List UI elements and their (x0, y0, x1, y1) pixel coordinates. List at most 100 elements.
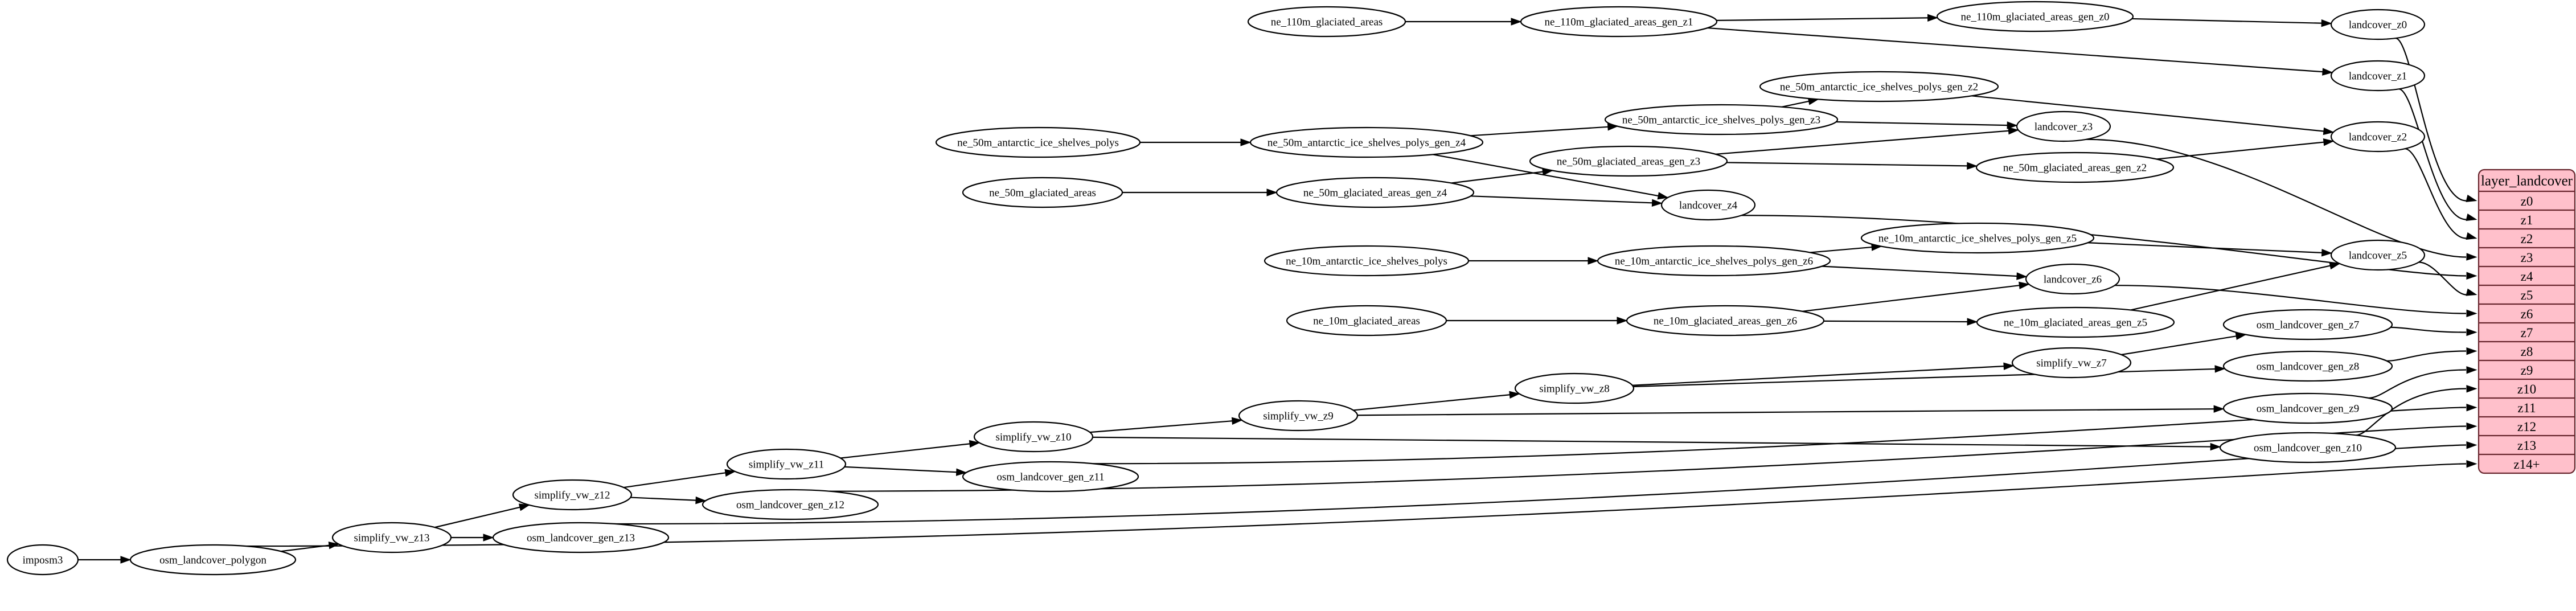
node-landcover_z4[interactable]: landcover_z4 (1660, 189, 1756, 221)
edge-osm_landcover_gen_z12--to--layer_landcover-z12 (828, 423, 2477, 492)
node-ne_50m_antarctic_ice_shelves_polys_gen_z4[interactable]: ne_50m_antarctic_ice_shelves_polys_gen_z… (1249, 126, 1484, 158)
node-osm_landcover_gen_z13[interactable]: osm_landcover_gen_z13 (492, 522, 670, 553)
edge-ne_10m_glaciated_areas_gen_z6--to--landcover_z6 (1802, 281, 2030, 312)
node-osm_landcover_polygon[interactable]: osm_landcover_polygon (129, 544, 297, 576)
node-label: landcover_z2 (2349, 132, 2407, 143)
node-simplify_vw_z12[interactable]: simplify_vw_z12 (512, 479, 633, 511)
record-layer-landcover[interactable]: layer_landcoverz0z1z2z3z4z5z6z7z8z9z10z1… (2477, 169, 2576, 474)
node-osm_landcover_gen_z7[interactable]: osm_landcover_gen_z7 (2222, 309, 2393, 341)
edge-ne_50m_glaciated_areas_gen_z4--to--landcover_z4 (1470, 195, 1663, 207)
node-label: landcover_z4 (1679, 200, 1738, 212)
node-ne_50m_glaciated_areas_gen_z3[interactable]: ne_50m_glaciated_areas_gen_z3 (1529, 145, 1728, 177)
node-osm_landcover_gen_z11[interactable]: osm_landcover_gen_z11 (962, 461, 1139, 493)
node-label: ne_50m_glaciated_areas_gen_z4 (1303, 187, 1447, 199)
edge-ne_50m_antarctic_ice_shelves_polys_gen_z2--to--landcover_z2 (1971, 95, 2335, 136)
node-landcover_z3[interactable]: landcover_z3 (2016, 110, 2111, 142)
node-label: ne_50m_glaciated_areas (989, 187, 1096, 199)
edge-simplify_vw_z10--to--simplify_vw_z9 (1090, 417, 1243, 433)
node-label: osm_landcover_gen_z12 (736, 499, 844, 511)
node-ne_110m_glaciated_areas_gen_z1[interactable]: ne_110m_glaciated_areas_gen_z1 (1520, 6, 1718, 38)
record-row-z4[interactable]: z4 (2521, 269, 2533, 284)
node-label: osm_landcover_gen_z9 (2257, 403, 2359, 415)
node-label: ne_10m_glaciated_areas (1313, 315, 1420, 327)
edge-layer (78, 14, 2477, 564)
edge-ne_10m_antarctic_ice_shelves_polys_gen_z6--to--ne_10m_antarctic_ice_shelves_polys_gen_z5 (1810, 243, 1882, 253)
node-ne_50m_antarctic_ice_shelves_polys_gen_z3[interactable]: ne_50m_antarctic_ice_shelves_polys_gen_z… (1604, 104, 1839, 136)
record-row-z14+[interactable]: z14+ (2513, 457, 2540, 471)
record-row-z1[interactable]: z1 (2521, 213, 2533, 227)
node-simplify_vw_z11[interactable]: simplify_vw_z11 (726, 448, 847, 480)
node-ne_10m_antarctic_ice_shelves_polys[interactable]: ne_10m_antarctic_ice_shelves_polys (1264, 245, 1470, 277)
node-osm_landcover_gen_z9[interactable]: osm_landcover_gen_z9 (2222, 392, 2393, 424)
node-ne_50m_glaciated_areas_gen_z2[interactable]: ne_50m_glaciated_areas_gen_z2 (1975, 151, 2175, 183)
node-landcover_z2[interactable]: landcover_z2 (2330, 121, 2426, 153)
edge-simplify_vw_z9--to--simplify_vw_z8 (1353, 391, 1520, 411)
node-ne_10m_glaciated_areas_gen_z5[interactable]: ne_10m_glaciated_areas_gen_z5 (1976, 306, 2175, 338)
node-label: osm_landcover_gen_z7 (2257, 319, 2359, 331)
node-ne_50m_glaciated_areas[interactable]: ne_50m_glaciated_areas (962, 177, 1123, 208)
record-layer: layer_landcoverz0z1z2z3z4z5z6z7z8z9z10z1… (2477, 169, 2576, 474)
record-row-z10[interactable]: z10 (2517, 382, 2536, 396)
record-row-z5[interactable]: z5 (2521, 288, 2533, 302)
node-ne_50m_antarctic_ice_shelves_polys[interactable]: ne_50m_antarctic_ice_shelves_polys (935, 126, 1141, 158)
edge-simplify_vw_z10--to--osm_landcover_gen_z10 (1092, 436, 2221, 451)
node-simplify_vw_z10[interactable]: simplify_vw_z10 (973, 421, 1094, 453)
node-label: osm_landcover_polygon (159, 555, 266, 567)
node-simplify_vw_z13[interactable]: simplify_vw_z13 (331, 522, 452, 553)
node-label: ne_50m_antarctic_ice_shelves_polys_gen_z… (1780, 81, 1978, 93)
record-row-z11[interactable]: z11 (2517, 401, 2536, 415)
node-simplify_vw_z8[interactable]: simplify_vw_z8 (1514, 372, 1635, 404)
record-row-z8[interactable]: z8 (2521, 345, 2533, 359)
edge-osm_landcover_gen_z9--to--layer_landcover-z9 (2368, 366, 2477, 399)
node-label: osm_landcover_gen_z10 (2254, 442, 2362, 454)
node-landcover_z6[interactable]: landcover_z6 (2025, 263, 2120, 295)
edge-simplify_vw_z9--to--osm_landcover_gen_z9 (1357, 405, 2225, 416)
node-label: ne_10m_antarctic_ice_shelves_polys (1286, 256, 1447, 268)
edge-ne_50m_antarctic_ice_shelves_polys_gen_z4--to--ne_50m_antarctic_ice_shelves_polys_gen_z3 (1470, 123, 1619, 137)
node-ne_110m_glaciated_areas_gen_z0[interactable]: ne_110m_glaciated_areas_gen_z0 (1936, 1, 2134, 32)
edge-osm_landcover_polygon--to--layer_landcover-z14+ (245, 460, 2477, 547)
node-ne_10m_glaciated_areas_gen_z6[interactable]: ne_10m_glaciated_areas_gen_z6 (1626, 305, 1825, 337)
node-simplify_vw_z9[interactable]: simplify_vw_z9 (1238, 400, 1359, 432)
node-ne_10m_glaciated_areas[interactable]: ne_10m_glaciated_areas (1286, 305, 1447, 337)
record-row-z12[interactable]: z12 (2517, 420, 2536, 434)
node-label: simplify_vw_z8 (1539, 383, 1610, 395)
edge-ne_110m_glaciated_areas--to--ne_110m_glaciated_areas_gen_z1 (1405, 18, 1522, 26)
node-landcover_z0[interactable]: landcover_z0 (2330, 9, 2426, 40)
edge-ne_50m_glaciated_areas_gen_z4--to--ne_50m_glaciated_areas_gen_z3 (1451, 168, 1553, 184)
edge-simplify_vw_z13--to--osm_landcover_gen_z13 (451, 534, 494, 542)
node-imposm3[interactable]: imposm3 (6, 544, 79, 576)
record-row-z9[interactable]: z9 (2521, 363, 2533, 378)
record-row-z2[interactable]: z2 (2521, 232, 2533, 246)
node-osm_landcover_gen_z10[interactable]: osm_landcover_gen_z10 (2219, 432, 2397, 464)
record-row-z6[interactable]: z6 (2521, 307, 2533, 321)
edge-simplify_vw_z12--to--osm_landcover_gen_z12 (630, 496, 707, 505)
node-landcover_z1[interactable]: landcover_z1 (2330, 60, 2426, 92)
node-ne_110m_glaciated_areas[interactable]: ne_110m_glaciated_areas (1247, 6, 1406, 38)
edge-ne_10m_glaciated_areas_gen_z6--to--ne_10m_glaciated_areas_gen_z5 (1823, 318, 1978, 326)
node-osm_landcover_gen_z12[interactable]: osm_landcover_gen_z12 (702, 489, 879, 520)
node-label: ne_10m_antarctic_ice_shelves_polys_gen_z… (1615, 256, 1813, 268)
node-label: ne_50m_antarctic_ice_shelves_polys_gen_z… (1622, 114, 1820, 126)
edge-simplify_vw_z8--to--osm_landcover_gen_z8 (1633, 365, 2226, 387)
node-label: simplify_vw_z11 (749, 459, 824, 471)
node-label: osm_landcover_gen_z13 (527, 532, 635, 544)
node-label: ne_50m_antarctic_ice_shelves_polys_gen_z… (1268, 137, 1466, 149)
edge-simplify_vw_z11--to--simplify_vw_z10 (840, 440, 981, 459)
node-ne_50m_antarctic_ice_shelves_polys_gen_z2[interactable]: ne_50m_antarctic_ice_shelves_polys_gen_z… (1759, 71, 1999, 102)
node-landcover_z5[interactable]: landcover_z5 (2330, 239, 2426, 271)
node-label: ne_50m_antarctic_ice_shelves_polys (957, 137, 1119, 149)
record-row-z0[interactable]: z0 (2521, 194, 2533, 208)
record-row-z7[interactable]: z7 (2521, 326, 2533, 340)
node-simplify_vw_z7[interactable]: simplify_vw_z7 (2011, 347, 2132, 379)
node-ne_10m_antarctic_ice_shelves_polys_gen_z5[interactable]: ne_10m_antarctic_ice_shelves_polys_gen_z… (1860, 222, 2095, 254)
record-row-z3[interactable]: z3 (2521, 251, 2533, 265)
edge-landcover_z6--to--layer_landcover-z6 (2115, 285, 2477, 318)
record-row-z13[interactable]: z13 (2517, 438, 2536, 453)
node-label: ne_110m_glaciated_areas (1271, 17, 1383, 28)
node-osm_landcover_gen_z8[interactable]: osm_landcover_gen_z8 (2222, 350, 2393, 382)
edge-landcover_z5--to--layer_landcover-z5 (2418, 261, 2477, 296)
node-ne_50m_glaciated_areas_gen_z4[interactable]: ne_50m_glaciated_areas_gen_z4 (1275, 177, 1475, 208)
node-ne_10m_antarctic_ice_shelves_polys_gen_z6[interactable]: ne_10m_antarctic_ice_shelves_polys_gen_z… (1597, 245, 1831, 277)
edge-osm_landcover_gen_z7--to--layer_landcover-z7 (2390, 326, 2477, 337)
